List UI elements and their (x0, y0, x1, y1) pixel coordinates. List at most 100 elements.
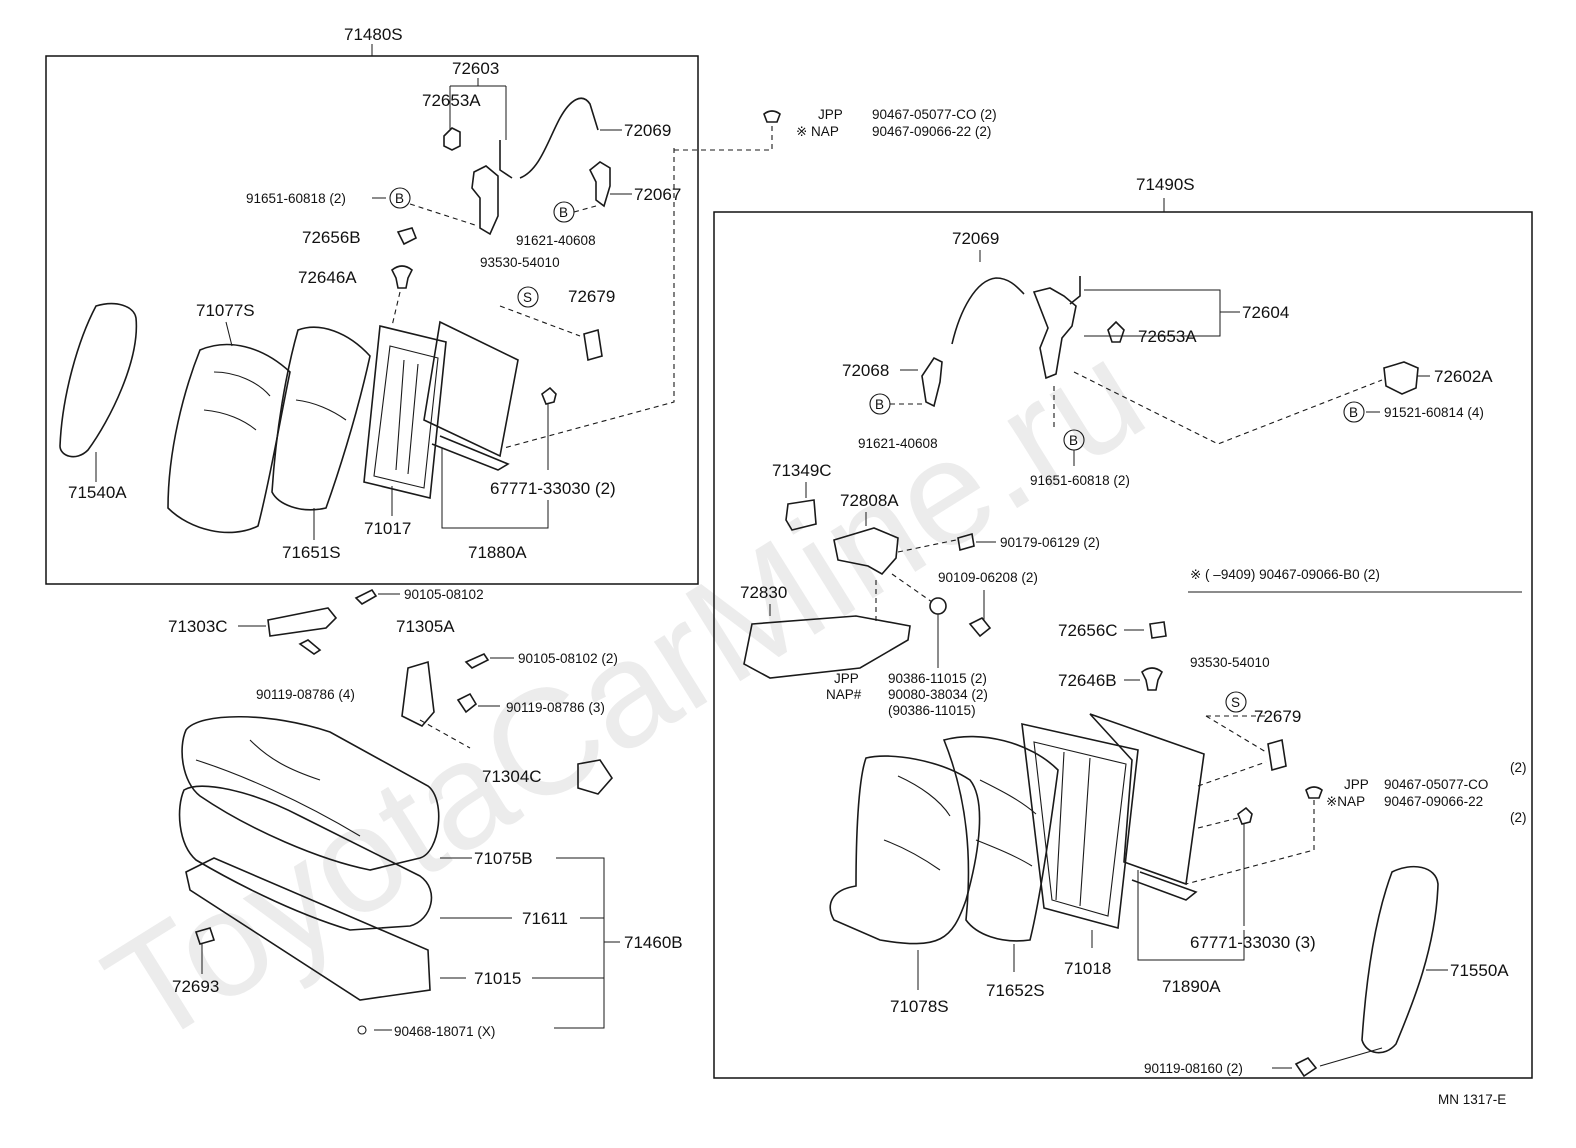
clip-67771 (541, 386, 557, 405)
callout-s-right (1225, 691, 1247, 713)
part-72679 (583, 328, 603, 362)
label-93530-54010: 93530-54010 (480, 255, 560, 270)
label-72656C: 72656C (1058, 621, 1118, 640)
bolt-90105-a (354, 588, 378, 605)
callout-b-letter: B (1349, 405, 1358, 420)
clip-note-top: JPP ※ NAP 90467-05077-CO (2) 90467-09066… (674, 107, 997, 151)
cover-71075B (181, 715, 440, 871)
board-71880A (423, 320, 519, 458)
right-seatback-assembly: 71490S 72069 72604 72653A 72068 B 91621-… (713, 175, 1533, 1079)
label-90105-08102-b: 90105-08102 (2) (518, 651, 618, 666)
bracket-71305A (401, 660, 435, 727)
label-71018: 71018 (1064, 959, 1111, 978)
label-72069: 72069 (624, 121, 671, 140)
label-72604: 72604 (1242, 303, 1289, 322)
hinge-71303C (267, 607, 338, 637)
label-72653A-right: 72653A (1138, 327, 1197, 346)
clip-72653A-right (1107, 320, 1125, 343)
label-93530-54010-right: 93530-54010 (1190, 655, 1270, 670)
clip-icon-top (763, 110, 781, 123)
label-71550A: 71550A (1450, 961, 1509, 980)
label-72067: 72067 (634, 185, 681, 204)
callout-b-letter: B (395, 191, 404, 206)
side-pad-71550A (1361, 865, 1439, 1054)
label-71651S: 71651S (282, 543, 341, 562)
label-napx-right: NAP# (826, 687, 862, 702)
board-71890A (1089, 713, 1205, 886)
lever-72067 (588, 161, 611, 208)
label-91621-40608: 91621-40608 (516, 233, 596, 248)
bolt-90105-b (464, 652, 490, 669)
label-71490S: 71490S (1136, 175, 1195, 194)
clip-72646A (390, 265, 414, 289)
label-72653A: 72653A (422, 91, 481, 110)
callout-s-letter: S (1231, 695, 1240, 710)
label-72679: 72679 (568, 287, 615, 306)
label-90105-08102-a: 90105-08102 (404, 587, 484, 602)
armrest-72830 (743, 615, 911, 679)
clip-72656C (1149, 621, 1167, 639)
label-90119-08160: 90119-08160 (2) (1144, 1061, 1243, 1076)
label-72830: 72830 (740, 583, 787, 602)
label-90386-11015-paren: (90386-11015) (888, 703, 976, 718)
pad-71611 (178, 785, 433, 931)
label-91621-40608-right: 91621-40608 (858, 436, 938, 451)
label-71077S: 71077S (196, 301, 255, 320)
label-qty-bottom: (2) (1510, 810, 1527, 825)
cover-71077S (167, 343, 291, 534)
cable-72069 (519, 97, 599, 179)
bolt-90119-a (298, 639, 322, 655)
label-90468-18071: 90468-18071 (X) (394, 1024, 495, 1039)
label-71480S: 71480S (344, 25, 403, 44)
label-72069-right: 72069 (952, 229, 999, 248)
cable-72069-right (951, 277, 1025, 345)
lever-72068 (921, 356, 943, 408)
bracket-72602A (1383, 361, 1419, 395)
label-71303C: 71303C (168, 617, 228, 636)
label-91651-60818: 91651-60818 (2) (246, 191, 346, 206)
lock-72603 (471, 140, 513, 236)
label-90179-06129: 90179-06129 (2) (1000, 535, 1100, 550)
clip-72646B (1140, 667, 1164, 691)
frame-71017 (363, 325, 447, 499)
part-72679-right (1267, 738, 1287, 772)
label-90109-06208: 90109-06208 (2) (938, 570, 1038, 585)
bolt-90119-b (456, 692, 478, 714)
label-72068: 72068 (842, 361, 889, 380)
label-90467-09066-right: 90467-09066-22 (1384, 794, 1483, 809)
label-qty-top: (2) (1510, 760, 1527, 775)
label-71652S: 71652S (986, 981, 1045, 1000)
callout-b-letter: B (1069, 433, 1078, 448)
label-91651-60818-right: 91651-60818 (2) (1030, 473, 1130, 488)
bolt-90179 (957, 532, 975, 552)
label-nap-clip-right: ※NAP (1326, 794, 1365, 809)
label-72693: 72693 (172, 977, 219, 996)
right-assembly-frame (713, 211, 1533, 1079)
label-71305A: 71305A (396, 617, 455, 636)
bracket-71304C (577, 759, 614, 795)
lock-72604 (1032, 276, 1081, 380)
label-72603: 72603 (452, 59, 499, 78)
label-jpp-top: JPP (818, 107, 843, 122)
label-jpp-right: JPP (834, 671, 859, 686)
label-71890A: 71890A (1162, 977, 1221, 996)
left-assembly-frame (45, 55, 699, 585)
callout-b-letter: B (559, 205, 568, 220)
label-71075B: 71075B (474, 849, 533, 868)
pad-71652S (942, 735, 1059, 942)
label-71017: 71017 (364, 519, 411, 538)
label-67771-33030: 67771-33030 (2) (490, 479, 616, 498)
label-90386-11015: 90386-11015 (2) (888, 671, 987, 686)
frame-71018 (1021, 722, 1139, 930)
callout-b-letter: B (875, 397, 884, 412)
callout-b-left-1 (389, 187, 411, 209)
label-nap-top: ※ NAP (796, 124, 839, 139)
watermark: ToyotaCarMine.ru (78, 307, 1171, 1077)
label-72646A: 72646A (298, 268, 357, 287)
grommet-90386 (929, 597, 947, 615)
board-71890A-lip (1131, 871, 1198, 901)
frame-71015 (185, 857, 431, 1001)
label-71015: 71015 (474, 969, 521, 988)
label-71349C: 71349C (772, 461, 832, 480)
